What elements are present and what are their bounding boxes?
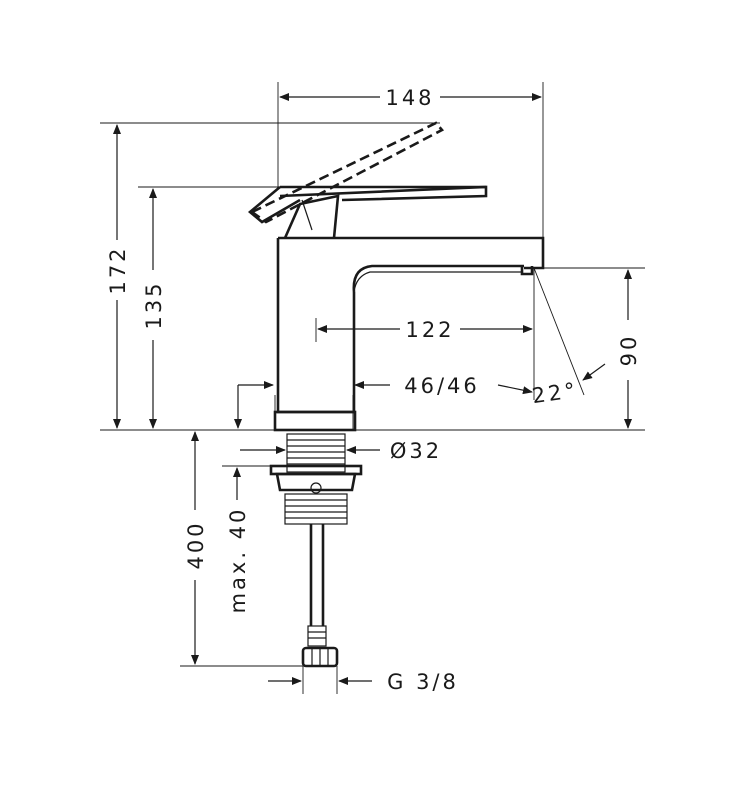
dim-angle-22-label: 22° — [530, 378, 579, 408]
shank-threads — [287, 439, 345, 465]
dim-90-label: 90 — [617, 334, 641, 367]
mounting-shank — [269, 433, 363, 668]
dim-46-46-label: 46/46 — [404, 374, 480, 398]
dim-122-label: 122 — [405, 318, 454, 342]
dim-diameter-32-label: Ø32 — [390, 439, 442, 463]
dim-g38-label: G 3/8 — [387, 670, 459, 694]
dim-max-40-label: max. 40 — [226, 507, 250, 614]
dim-400-label: 400 — [184, 520, 208, 569]
faucet-body — [247, 185, 545, 432]
dim-148-label: 148 — [385, 86, 434, 110]
extension-lines — [100, 82, 645, 667]
dimension-labels: 148 172 135 122 46/46 22° 90 Ø32 400 max… — [106, 86, 641, 694]
dimension-lines — [113, 93, 632, 694]
lever-open-position — [249, 121, 445, 224]
dim-135-label: 135 — [142, 280, 166, 329]
dim-172-label: 172 — [106, 245, 130, 294]
